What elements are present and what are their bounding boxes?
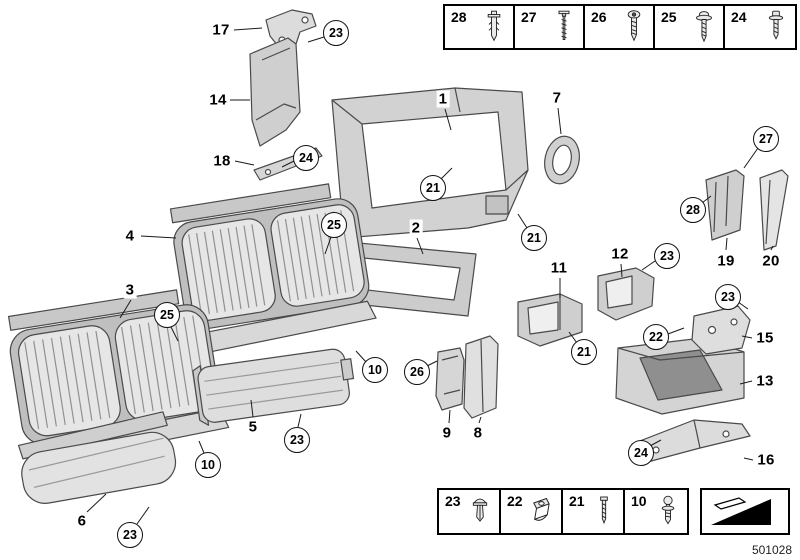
fastener-callout-23[interactable]: 23 xyxy=(284,427,310,453)
part-11-duct xyxy=(517,293,583,347)
legend-label: 28 xyxy=(451,9,467,25)
callout-1[interactable]: 1 xyxy=(436,90,450,108)
fastener-callout-21[interactable]: 21 xyxy=(420,175,446,201)
legend-cell-21[interactable]: 21 xyxy=(563,490,625,533)
callout-9[interactable]: 9 xyxy=(440,424,454,442)
callout-4[interactable]: 4 xyxy=(123,227,137,245)
callout-20[interactable]: 20 xyxy=(760,252,782,270)
callout-11[interactable]: 11 xyxy=(548,259,570,277)
legend-label: 10 xyxy=(631,493,647,509)
callout-17[interactable]: 17 xyxy=(210,21,232,39)
callout-18[interactable]: 18 xyxy=(211,152,233,170)
foam-seal-symbol-box[interactable] xyxy=(700,488,790,535)
fastener-callout-27[interactable]: 27 xyxy=(753,126,779,152)
fastener-callout-23[interactable]: 23 xyxy=(117,522,143,548)
callout-3[interactable]: 3 xyxy=(123,281,137,299)
callout-14[interactable]: 14 xyxy=(207,91,229,109)
callout-12[interactable]: 12 xyxy=(609,245,631,263)
fastener-callout-23[interactable]: 23 xyxy=(715,284,741,310)
legend-label: 25 xyxy=(661,9,677,25)
expanding-rivet-icon xyxy=(487,10,501,42)
legend-cell-10[interactable]: 10 xyxy=(625,490,687,533)
callout-8[interactable]: 8 xyxy=(471,424,485,442)
callout-19[interactable]: 19 xyxy=(715,252,737,270)
legend-label: 23 xyxy=(445,493,461,509)
small-screw-icon xyxy=(600,496,608,524)
legend-label: 26 xyxy=(591,9,607,25)
fastener-callout-22[interactable]: 22 xyxy=(643,324,669,350)
foam-wedge-icon xyxy=(711,496,771,525)
legend-cell-27[interactable]: 27 xyxy=(515,6,585,48)
part-8-bracket xyxy=(463,335,499,419)
fastener-callout-24[interactable]: 24 xyxy=(293,145,319,171)
ball-stud-icon xyxy=(661,495,675,525)
legend-label: 22 xyxy=(507,493,523,509)
callout-7[interactable]: 7 xyxy=(550,89,564,107)
part-5-air-flap xyxy=(192,348,355,426)
fastener-callout-24[interactable]: 24 xyxy=(628,440,654,466)
torx-screw-icon xyxy=(627,10,641,42)
fastener-legend-top: 28 27 26 25 xyxy=(443,4,797,50)
fastener-callout-10[interactable]: 10 xyxy=(362,357,388,383)
part-6-lower-duct xyxy=(17,411,177,504)
legend-cell-22[interactable]: 22 xyxy=(501,490,563,533)
part-7-ring-bracket xyxy=(544,135,580,185)
part-20-trim-blade xyxy=(759,169,789,251)
part-14-panel xyxy=(249,37,301,147)
fastener-callout-23[interactable]: 23 xyxy=(323,20,349,46)
callout-13[interactable]: 13 xyxy=(754,372,776,390)
part-12-duct xyxy=(597,267,655,321)
legend-cell-26[interactable]: 26 xyxy=(585,6,655,48)
legend-cell-25[interactable]: 25 xyxy=(655,6,725,48)
fastener-callout-25[interactable]: 25 xyxy=(154,302,180,328)
fastener-callout-10[interactable]: 10 xyxy=(195,452,221,478)
part-15-bracket xyxy=(691,305,751,355)
callout-2[interactable]: 2 xyxy=(409,219,423,237)
legend-cell-28[interactable]: 28 xyxy=(445,6,515,48)
part-13-duct xyxy=(615,337,745,415)
fastener-callout-23[interactable]: 23 xyxy=(654,243,680,269)
washer-screw-icon xyxy=(696,11,712,43)
callout-5[interactable]: 5 xyxy=(246,418,260,436)
legend-cell-23[interactable]: 23 xyxy=(439,490,501,533)
legend-label: 27 xyxy=(521,9,537,25)
part-9-bracket xyxy=(435,347,465,411)
fastener-callout-25[interactable]: 25 xyxy=(321,212,347,238)
fastener-callout-28[interactable]: 28 xyxy=(680,197,706,223)
fastener-callout-26[interactable]: 26 xyxy=(404,359,430,385)
legend-label: 24 xyxy=(731,9,747,25)
fastener-callout-21[interactable]: 21 xyxy=(521,225,547,251)
spring-nut-icon xyxy=(533,497,550,521)
part-4-grille xyxy=(169,183,377,356)
legend-label: 21 xyxy=(569,493,585,509)
callout-16[interactable]: 16 xyxy=(755,451,777,469)
part-16-bracket xyxy=(631,419,751,465)
diagram-number: 501028 xyxy=(751,543,792,557)
legend-cell-24[interactable]: 24 xyxy=(725,6,795,48)
fastener-callout-21[interactable]: 21 xyxy=(571,339,597,365)
expanding-clip-icon xyxy=(472,498,488,522)
fastener-legend-bottom: 23 22 21 10 xyxy=(437,488,689,535)
callout-6[interactable]: 6 xyxy=(75,512,89,530)
part-19-vane xyxy=(705,169,745,241)
callout-15[interactable]: 15 xyxy=(754,329,776,347)
long-screw-icon xyxy=(558,10,570,40)
part-1-carrier-frame xyxy=(331,87,529,239)
pan-screw-icon xyxy=(768,10,784,40)
